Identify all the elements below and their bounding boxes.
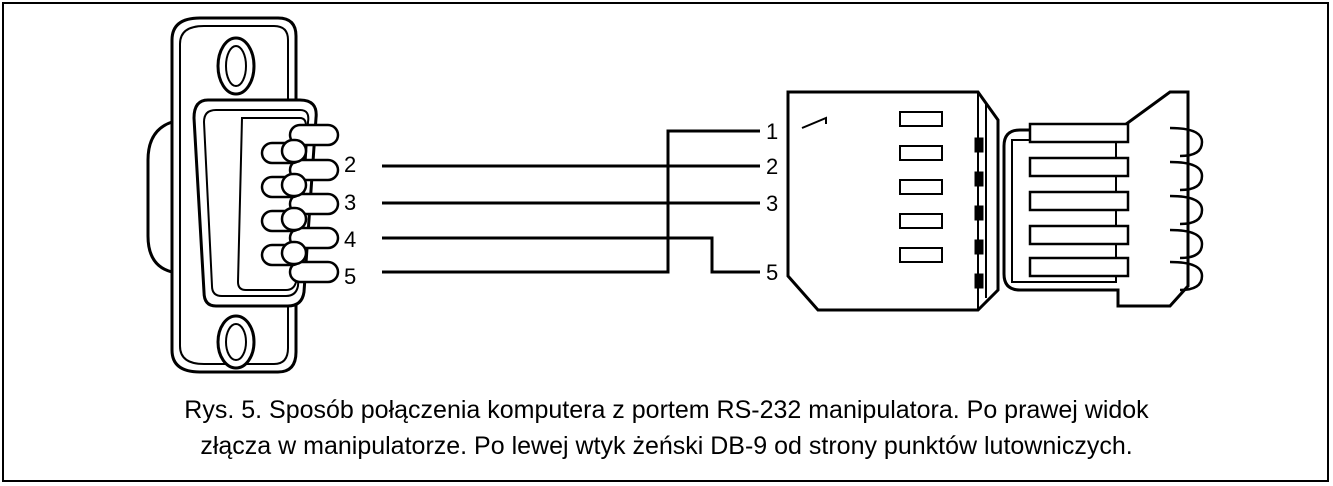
keypad-pin-2-label: 2 [766,154,778,179]
wire-pin4 [382,236,760,274]
keypad-socket [786,90,1000,312]
keypad-plug [1002,90,1204,308]
caption-line-2: złącza w manipulatorze. Po lewej wtyk że… [200,432,1133,460]
db9-pin-4-label: 4 [344,227,356,252]
db9-pin-3-label: 3 [344,190,356,215]
db9-solder-cups [260,123,340,284]
caption-line-1: Rys. 5. Sposób połączenia komputera z po… [184,396,1149,424]
wire-pin5 [382,129,760,274]
keypad-pin-1-label: 1 [766,119,778,144]
db9-pin-5-label: 5 [344,264,356,289]
figure-caption: Rys. 5. Sposób połączenia komputera z po… [0,392,1333,464]
keypad-pin-3-label: 3 [766,191,778,216]
keypad-pin-5-label: 5 [766,260,778,285]
db9-pin-2-label: 2 [344,152,356,177]
wires [382,129,760,274]
